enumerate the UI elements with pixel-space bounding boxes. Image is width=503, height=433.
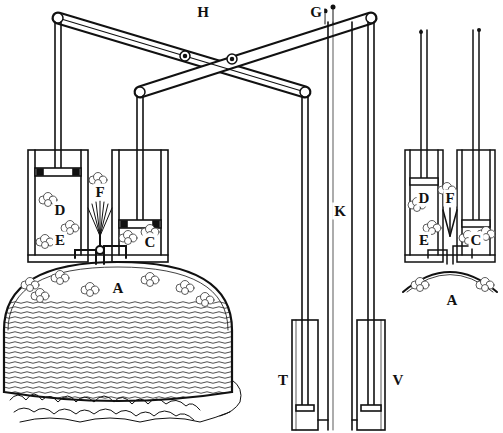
puff-arc [87, 290, 94, 297]
detail-cylinders [403, 28, 497, 292]
part-letter: E [53, 232, 67, 249]
puff-arc [37, 296, 44, 303]
part-letter: D [417, 190, 432, 207]
rocking-beam [58, 18, 371, 92]
rising-main [323, 5, 353, 431]
part-letter: C [143, 234, 158, 251]
steam-cylinders [28, 150, 168, 262]
furnace-fire [10, 380, 241, 422]
steam-puff [21, 278, 39, 292]
steam-puff [36, 235, 54, 249]
steam-puff [31, 289, 49, 303]
part-letter: V [391, 372, 406, 389]
puff-arc [483, 234, 490, 241]
steam-puff [176, 281, 194, 295]
fire-brush [88, 201, 112, 236]
puff-arc [182, 288, 189, 295]
steam-puff [411, 278, 429, 292]
steam-pipe [75, 236, 126, 264]
puff-arc [482, 285, 489, 292]
steam-puff [119, 231, 137, 245]
puff-arc [202, 300, 209, 307]
steam-puff [81, 283, 99, 297]
puff-arc [417, 285, 424, 292]
part-letter: F [443, 190, 456, 207]
part-letter: H [195, 4, 211, 21]
part-letter: T [276, 372, 290, 389]
puff-arc [27, 285, 34, 292]
puff-arc [125, 238, 132, 245]
part-letter: E [417, 232, 431, 249]
boiler [0, 262, 240, 415]
part-letter: F [93, 184, 106, 201]
part-letter: D [53, 202, 68, 219]
puff-arc [147, 280, 154, 287]
steam-puff [51, 271, 69, 285]
steam-clouds [21, 173, 495, 307]
part-letter: A [111, 280, 126, 297]
steam-puff [141, 273, 159, 287]
part-letter: A [445, 292, 460, 309]
steam-puff [196, 293, 214, 307]
puff-arc [57, 278, 64, 285]
puff-arc [45, 200, 52, 207]
pump-barrels [292, 320, 385, 430]
steam-puff [476, 278, 494, 292]
part-letter: K [332, 203, 348, 220]
part-letter: C [469, 232, 484, 249]
part-letter: G [308, 4, 324, 21]
puff-arc [67, 228, 74, 235]
puff-arc [42, 242, 49, 249]
